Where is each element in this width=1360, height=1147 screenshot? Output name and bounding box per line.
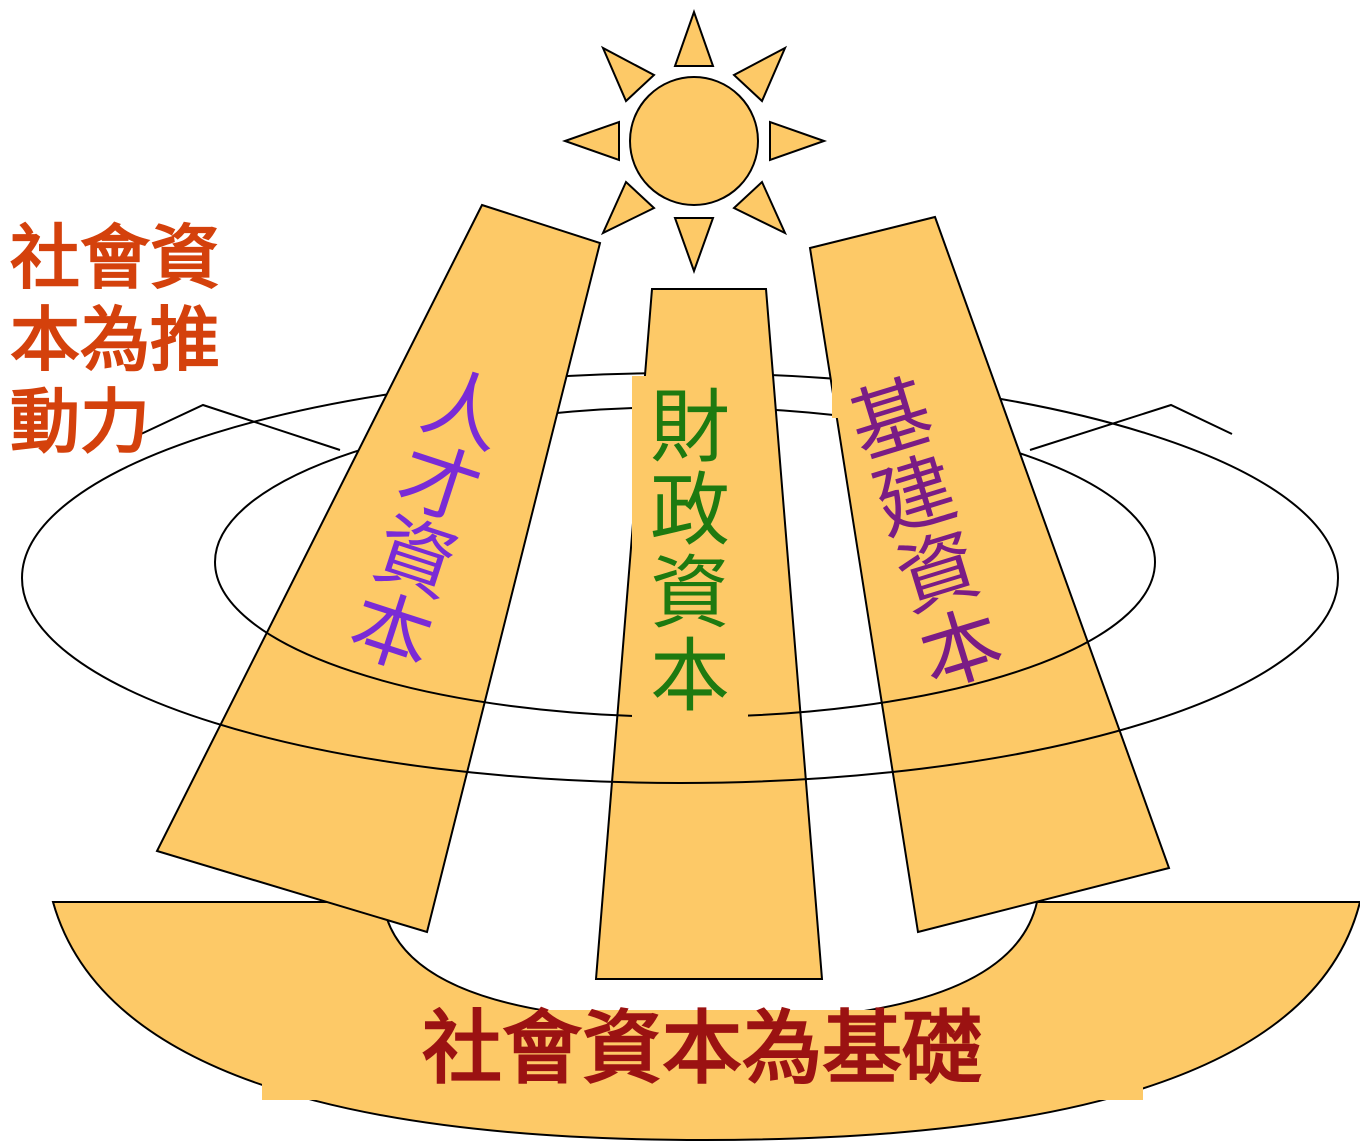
sun-ray-bottom-left bbox=[600, 180, 656, 236]
pillar-center-label: 財 政 資 本 bbox=[650, 381, 730, 723]
pillar-center-char-2: 政 bbox=[650, 464, 730, 557]
motive-label-line2: 本為推 bbox=[10, 299, 220, 381]
ring-arrow-left bbox=[140, 403, 341, 451]
pillar-center-char-4: 本 bbox=[650, 630, 730, 723]
pillar-center-char-3: 資 bbox=[650, 547, 730, 640]
pillar-right bbox=[808, 215, 1171, 934]
pillar-center-label-backing bbox=[632, 376, 748, 721]
base-label-backing bbox=[262, 1010, 1143, 1100]
sun-ray-bottom bbox=[673, 217, 715, 274]
pillar-center-char-1: 財 bbox=[650, 381, 730, 474]
outer-ring-front bbox=[21, 577, 1339, 784]
sun-ray-top-left bbox=[600, 45, 656, 103]
sun-ray-top bbox=[673, 8, 715, 67]
motive-label-line3: 動力 bbox=[10, 381, 150, 463]
sun-ray-left bbox=[561, 120, 620, 162]
pillar-right-label-backing bbox=[832, 378, 852, 418]
ring-arrow-right bbox=[1029, 403, 1233, 451]
sun-ray-top-right bbox=[732, 45, 788, 103]
pillar-left bbox=[155, 203, 602, 934]
motive-label-line1: 社會資 bbox=[10, 217, 220, 299]
sun-ray-right bbox=[769, 120, 828, 162]
sun-icon bbox=[561, 8, 828, 274]
sun-ray-bottom-right bbox=[732, 180, 788, 236]
sun-disc bbox=[629, 76, 759, 206]
base-label: 社會資本為基礎 bbox=[422, 1002, 982, 1095]
